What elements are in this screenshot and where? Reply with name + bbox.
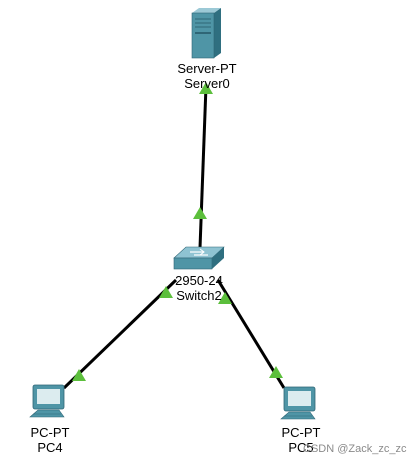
pc4-name-label: PC4	[37, 440, 63, 455]
switch-name-label: Switch2	[176, 288, 222, 303]
switch-model-label: 2950-24	[175, 273, 223, 288]
watermark: CSDN @Zack_zc_zc	[303, 443, 407, 455]
pc4-model-label: PC-PT	[30, 425, 70, 440]
link-status-switch-left	[159, 286, 173, 298]
pc-icon[interactable]	[280, 386, 316, 420]
link-status-switch-right	[218, 292, 232, 304]
link-switch-pc4[interactable]	[62, 278, 178, 390]
link-status-server-end	[199, 82, 213, 94]
pc-icon[interactable]	[29, 384, 65, 418]
switch-icon[interactable]	[173, 246, 225, 270]
link-switch-pc5[interactable]	[216, 279, 286, 389]
pc5-name-label: PC5	[288, 440, 314, 455]
server-name-label: Server0	[184, 76, 230, 91]
server-model-label: Server-PT	[177, 61, 237, 76]
link-status-pc5-end	[269, 366, 283, 378]
pc5-model-label: PC-PT	[281, 425, 321, 440]
link-status-switch-up	[193, 207, 207, 219]
link-switch-server[interactable]	[198, 85, 208, 249]
link-status-pc4-end	[72, 369, 86, 381]
server-icon[interactable]	[191, 8, 221, 59]
